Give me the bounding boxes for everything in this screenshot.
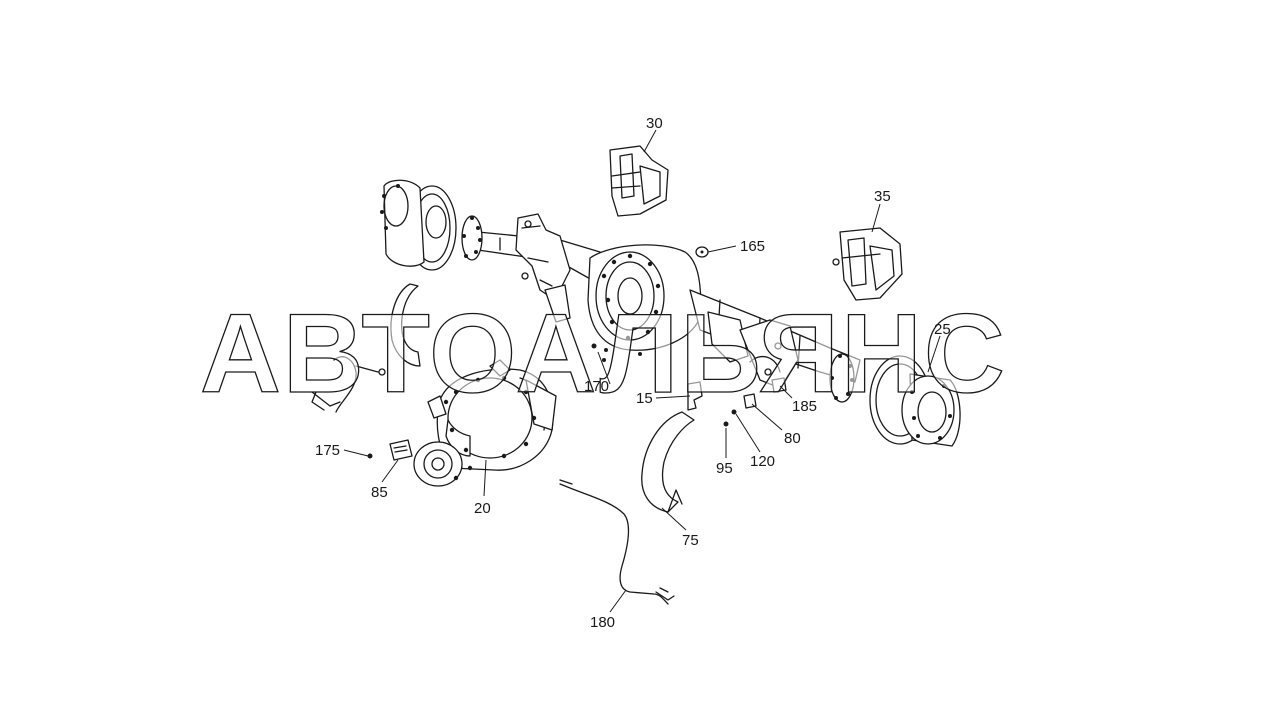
brake-shield-75 (641, 411, 695, 513)
bolt-120 (731, 409, 737, 415)
callout-175: 175 (315, 442, 340, 459)
callout-labels: 30 35 165 25 170 15 185 80 120 95 175 85… (315, 115, 951, 631)
left-brake-disc-hub (380, 179, 457, 271)
left-brake-shield (390, 283, 421, 367)
callout-120: 120 (750, 453, 775, 470)
leader-lines (343, 129, 941, 613)
brake-caliper-35 (832, 227, 903, 301)
callout-30: 30 (646, 115, 663, 132)
callout-15: 15 (636, 390, 653, 407)
callout-75: 75 (682, 532, 699, 549)
right-brake-disc-hub (869, 355, 961, 447)
callout-165: 165 (740, 238, 765, 255)
brake-line-180 (559, 479, 675, 605)
callout-85: 85 (371, 484, 388, 501)
callout-20: 20 (474, 500, 491, 517)
axle-housing (461, 213, 861, 403)
fitting-170 (591, 343, 606, 362)
nut-165 (695, 246, 709, 258)
callout-170: 170 (584, 378, 609, 395)
washer-95 (723, 421, 729, 427)
abs-sensor-cable-175 (311, 356, 386, 459)
callout-35: 35 (874, 188, 891, 205)
callout-95: 95 (716, 460, 733, 477)
differential-carrier-20 (413, 359, 557, 487)
plate-85 (389, 439, 413, 461)
bracket-15 (687, 381, 703, 411)
callout-25: 25 (934, 321, 951, 338)
watermark: АВТОАЛЬЯНС (200, 291, 1007, 416)
callout-80: 80 (784, 430, 801, 447)
callout-180: 180 (590, 614, 615, 631)
callout-185: 185 (792, 398, 817, 415)
brake-caliper-30 (609, 145, 669, 217)
